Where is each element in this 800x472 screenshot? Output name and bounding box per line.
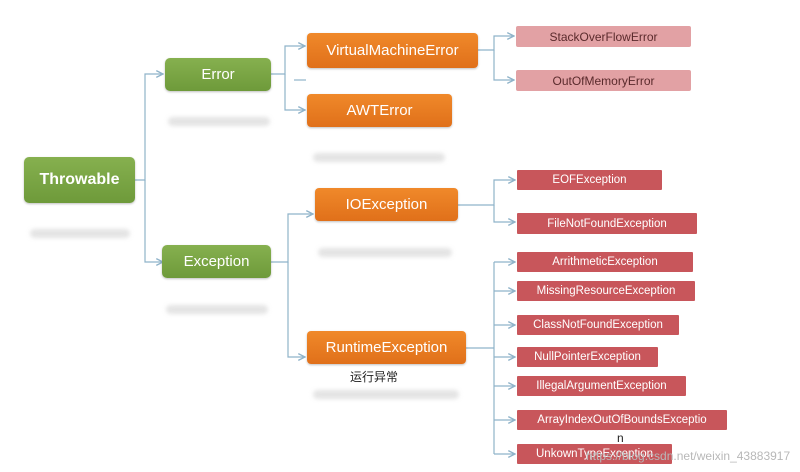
connector-throwable-exception bbox=[144, 180, 163, 262]
connector-exception-io bbox=[271, 214, 313, 263]
connector-exception-runtime bbox=[287, 262, 305, 357]
shadow-exception bbox=[166, 305, 268, 314]
node-null-pointer-exception: NullPointerException bbox=[517, 347, 658, 367]
watermark: https://blog.csdn.net/weixin_43883917 bbox=[586, 449, 791, 463]
node-file-not-found-exception: FileNotFoundException bbox=[517, 213, 697, 234]
shadow-error bbox=[168, 117, 270, 126]
connector-throwable-error bbox=[135, 74, 163, 181]
node-out-of-memory-error: OutOfMemoryError bbox=[516, 70, 691, 91]
node-runtime-exception: RuntimeException bbox=[307, 331, 466, 364]
node-awt-error: AWTError bbox=[307, 94, 452, 127]
shadow-throwable bbox=[30, 229, 130, 238]
node-class-not-found-exception: ClassNotFoundException bbox=[517, 315, 679, 335]
connector-error-vme bbox=[271, 46, 305, 75]
connector-io-eof bbox=[458, 180, 515, 206]
node-eof-exception: EOFException bbox=[517, 170, 662, 190]
node-stack-overflow-error: StackOverFlowError bbox=[516, 26, 691, 47]
connector-vme-stack bbox=[478, 36, 514, 51]
node-illegal-argument-exception: IllegalArgumentException bbox=[517, 376, 686, 396]
connector-error-awt bbox=[284, 74, 305, 110]
node-arithmetic-exception: ArrithmeticException bbox=[517, 252, 693, 272]
node-error: Error bbox=[165, 58, 271, 91]
connector-vme-oom bbox=[493, 50, 514, 80]
connector-io-fnf bbox=[493, 205, 515, 222]
runtime-exception-note: 运行异常 bbox=[350, 370, 399, 384]
connector-runtime-trunk bbox=[466, 262, 495, 454]
node-io-exception: IOException bbox=[315, 188, 458, 221]
node-exception: Exception bbox=[162, 245, 271, 278]
node-missing-resource-exception: MissingResourceException bbox=[517, 281, 695, 301]
node-virtual-machine-error: VirtualMachineError bbox=[307, 33, 478, 68]
array-index-overflow-char: n bbox=[617, 431, 624, 445]
node-array-index-out-of-bounds-exception: ArrayIndexOutOfBoundsExceptio bbox=[517, 410, 727, 430]
node-unknown-type-exception: UnkownTypeException bbox=[517, 444, 672, 464]
shadow-io bbox=[318, 248, 452, 257]
shadow-awt bbox=[313, 153, 445, 162]
node-throwable: Throwable bbox=[24, 157, 135, 203]
shadow-runtime bbox=[313, 390, 459, 399]
